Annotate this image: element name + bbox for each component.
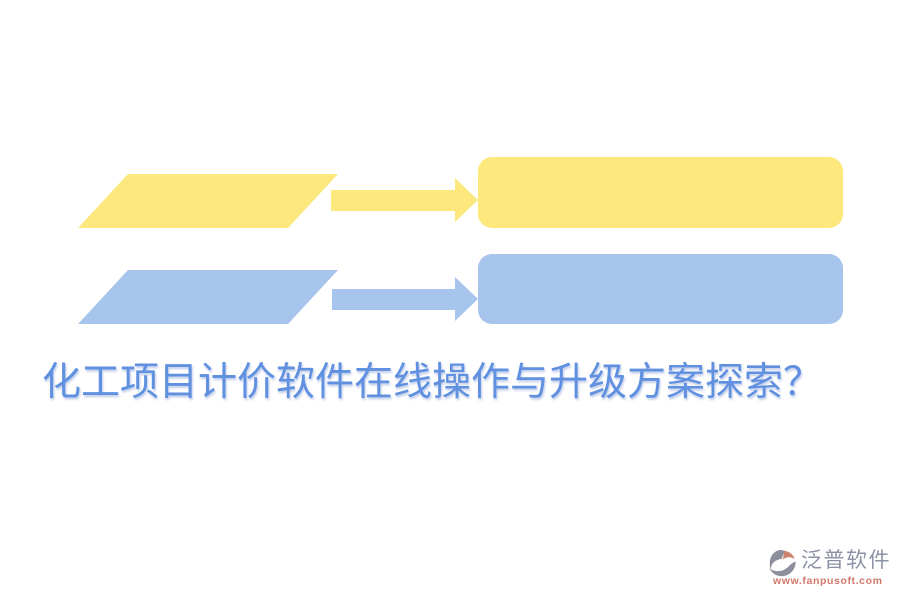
logo-url-text: www.fanpusoft.com [773,575,883,587]
parallelogram-shape [78,270,338,324]
fanpu-logo-icon [769,549,796,577]
page-title: 化工项目计价软件在线操作与升级方案探索？ [42,361,823,404]
logo-icon-red-leaf [782,550,795,560]
rounded-rect-shape [478,157,843,228]
right-arrow-icon [331,178,478,222]
flow-row-bottom [78,254,843,324]
logo-name-text: 泛普软件 [801,549,891,572]
logo-icon-bottom-crescent [769,561,796,577]
logo-icon-left-piece [769,549,785,572]
rounded-rect-shape [478,254,843,324]
parallelogram-shape [78,174,338,228]
flow-row-top [78,157,843,228]
fanpu-logo: 泛普软件 www.fanpusoft.com [768,547,893,593]
right-arrow-icon [332,277,478,321]
